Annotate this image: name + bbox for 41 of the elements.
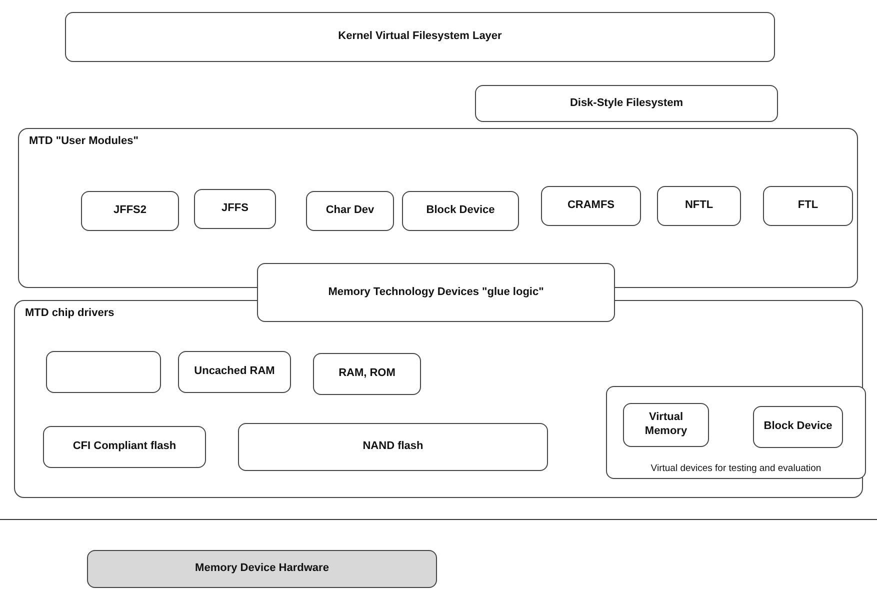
module-box: [257, 263, 615, 322]
module-label: FTL: [798, 199, 818, 213]
module-label: CFI Compliant flash: [72, 440, 176, 454]
group-panel: [18, 128, 858, 288]
module-label: Uncached RAM: [194, 365, 275, 379]
module-box: [65, 12, 775, 62]
module-label: Block Device: [426, 204, 495, 218]
module-label: JFFS: [222, 202, 248, 216]
empty-box: [46, 351, 161, 393]
module-box: [178, 351, 291, 393]
module-label: CRAMFS: [567, 199, 615, 213]
module-label: NAND flash: [362, 440, 424, 454]
module-box: [475, 85, 778, 122]
module-label: Memory Device Hardware: [195, 562, 329, 576]
group-heading: MTD chip drivers: [25, 307, 114, 321]
module-box: [402, 191, 519, 231]
module-box: [623, 403, 709, 447]
module-box: [238, 423, 548, 471]
group-panel: [14, 300, 863, 498]
module-box: [763, 186, 853, 226]
group-heading: MTD "User Modules": [29, 135, 138, 149]
module-box: [194, 189, 276, 229]
module-label: Char Dev: [326, 204, 374, 218]
module-box: [306, 191, 394, 231]
module-box: [313, 353, 421, 395]
module-label: Kernel Virtual Filesystem Layer: [338, 30, 502, 44]
module-label: Block Device: [764, 420, 832, 434]
module-box: [43, 426, 206, 468]
module-label: Memory Technology Devices "glue logic": [328, 286, 544, 300]
module-label: RAM, ROM: [338, 367, 396, 381]
module-box: [541, 186, 641, 226]
module-label: Virtual Memory: [644, 411, 688, 439]
group-heading: Virtual devices for testing and evaluation: [650, 463, 822, 475]
module-box: [81, 191, 179, 231]
module-label: NFTL: [684, 199, 714, 213]
hardware-box: [87, 550, 437, 588]
module-label: Disk-Style Filesystem: [570, 96, 684, 110]
group-panel: [606, 386, 866, 479]
module-label: JFFS2: [113, 204, 146, 218]
module-box: [753, 406, 843, 448]
module-box: [657, 186, 741, 226]
